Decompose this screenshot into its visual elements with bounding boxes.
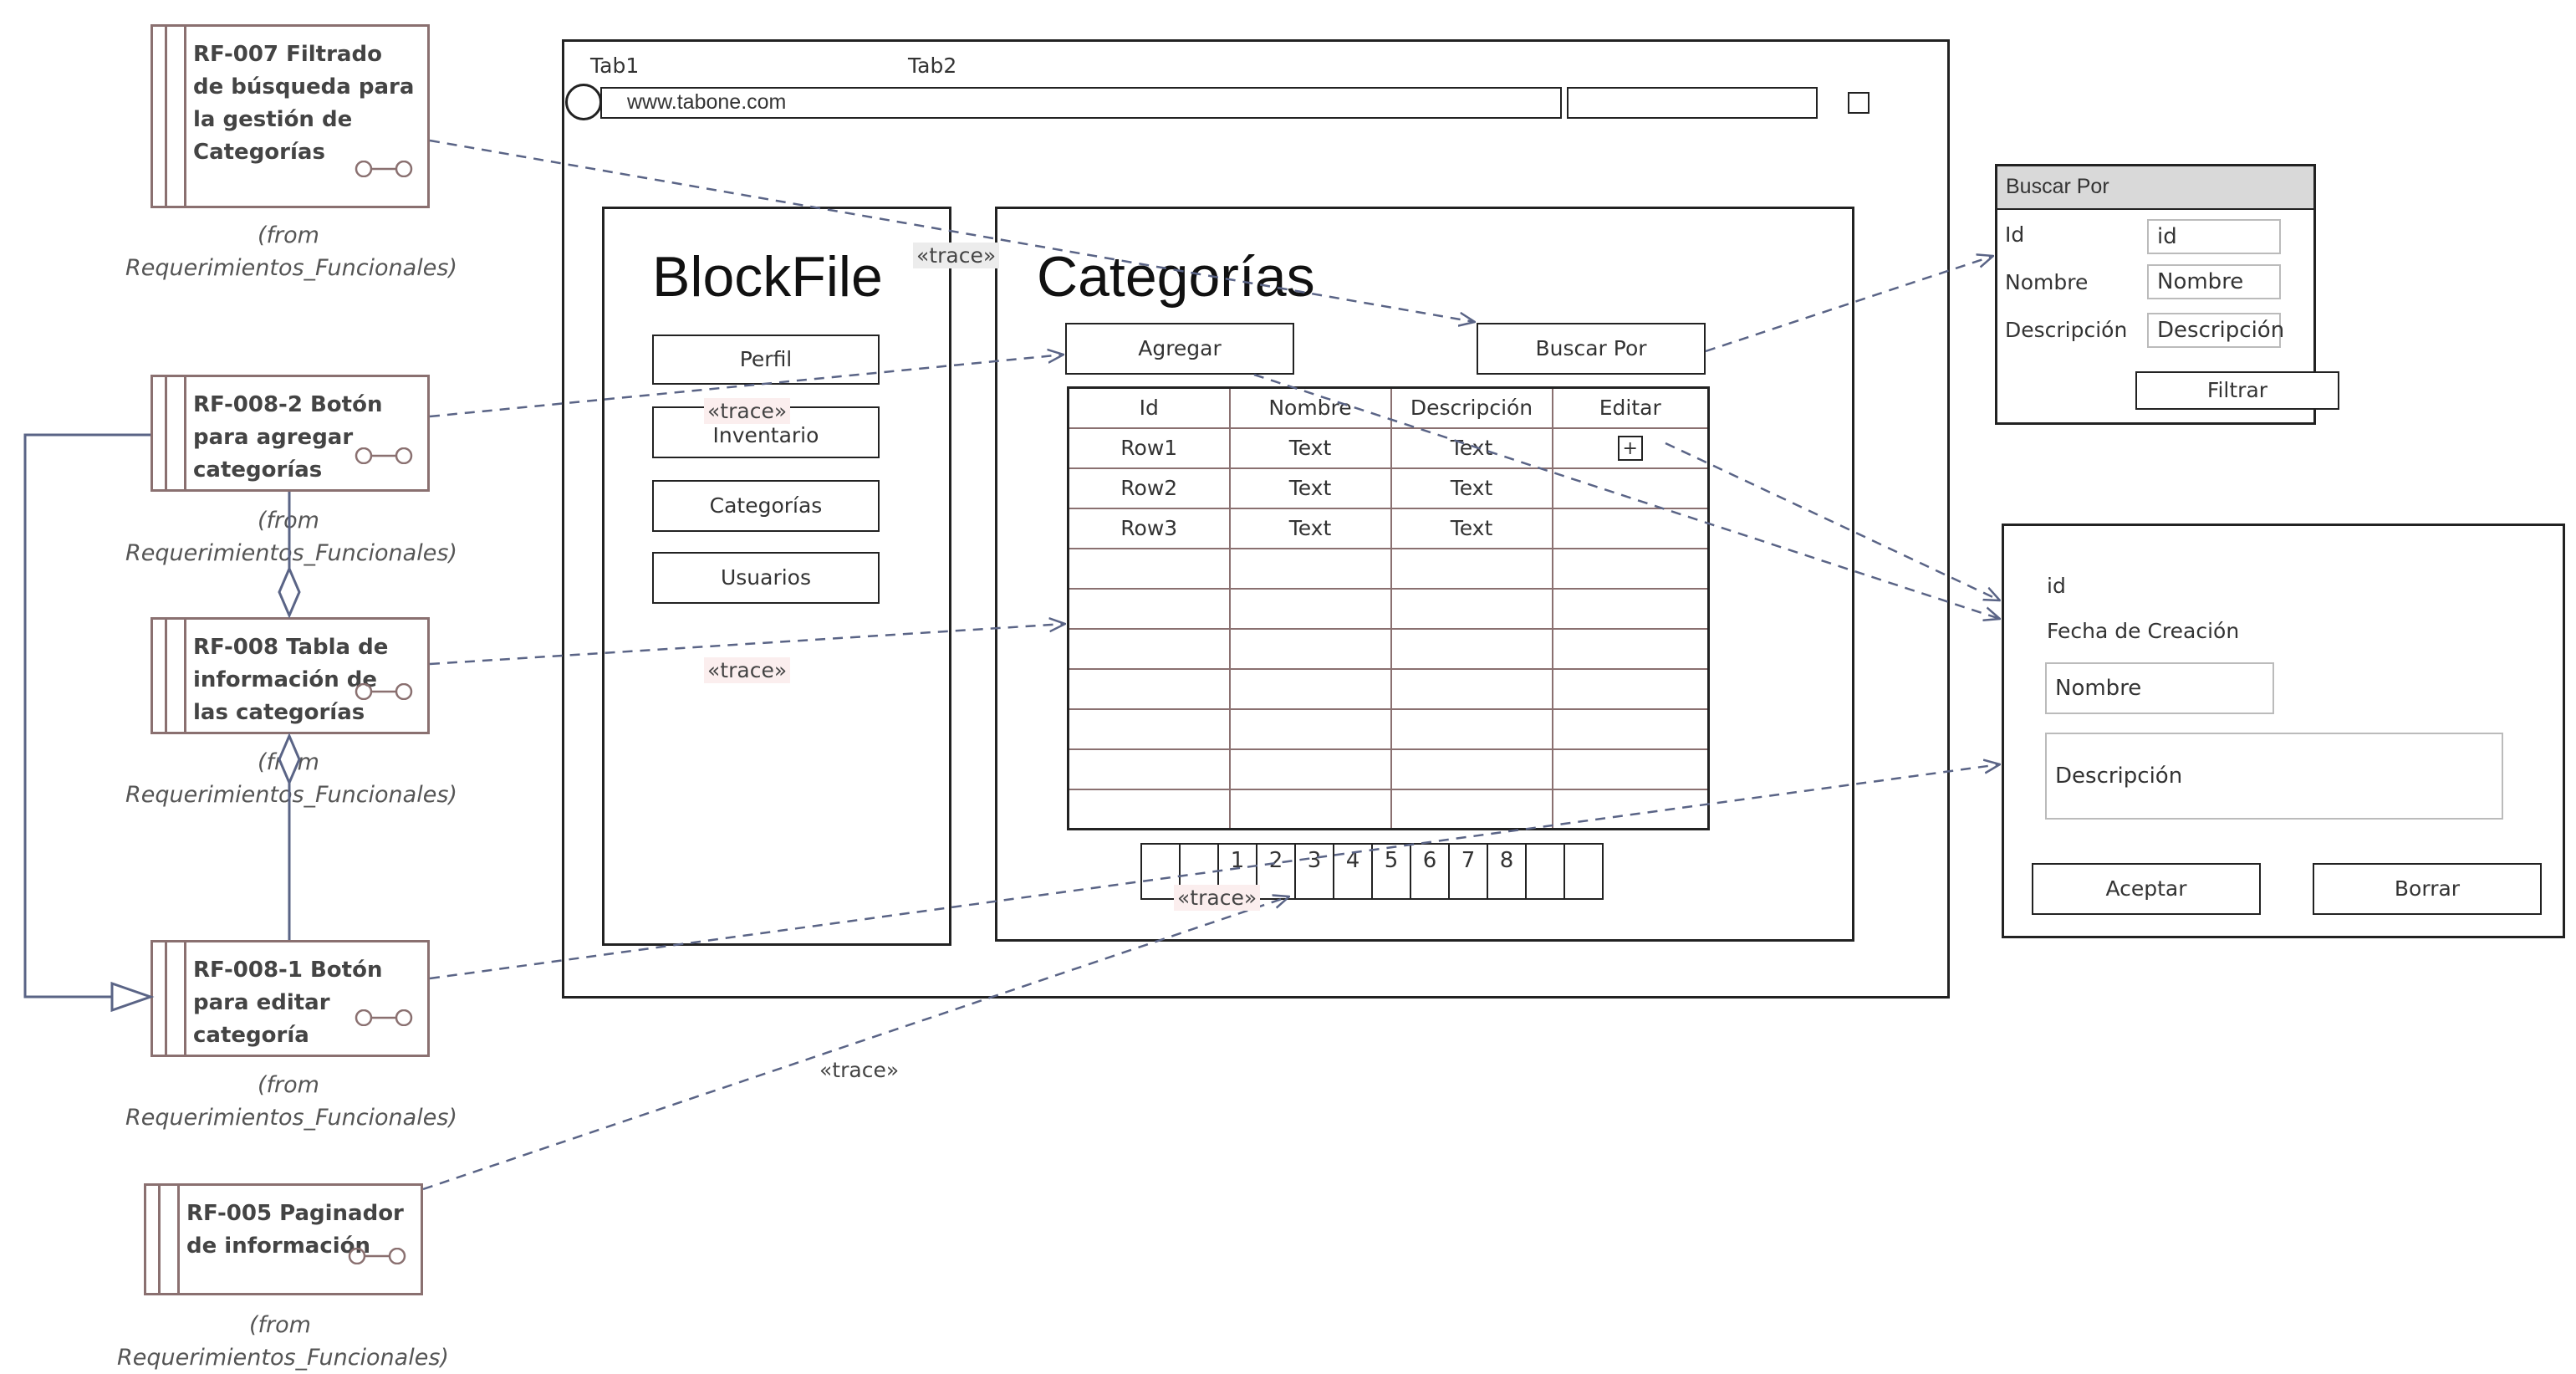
sidebar-item-usuarios[interactable]: Usuarios (652, 552, 880, 604)
delete-button[interactable]: Borrar (2313, 863, 2542, 915)
glasses-icon (355, 447, 413, 464)
search-label-nombre: Nombre (2005, 270, 2089, 294)
globe-icon (565, 84, 602, 120)
trace-label: «trace» (1174, 885, 1261, 911)
page-button[interactable]: 2 (1256, 843, 1296, 900)
address-bar[interactable]: www.tabone.com (600, 87, 1562, 119)
search-panel-title: Buscar Por (2006, 175, 2109, 198)
cell-nombre: Text (1228, 507, 1392, 549)
trace-label: «trace» (819, 1058, 900, 1082)
edit-id-label: id (2047, 574, 2066, 598)
search-descripcion-input[interactable]: Descripción (2147, 313, 2284, 348)
page-button[interactable] (1563, 843, 1604, 900)
table-empty-row (1067, 788, 1710, 830)
glasses-icon (355, 161, 413, 177)
table-empty-row (1067, 547, 1710, 590)
page-button[interactable]: 8 (1487, 843, 1527, 900)
search-panel (1995, 164, 2316, 425)
cell-nombre: Text (1228, 427, 1392, 469)
cell-descripcion: Text (1390, 427, 1553, 469)
cell-id: Row2 (1067, 467, 1231, 509)
column-header-editar[interactable]: Editar (1551, 386, 1710, 429)
search-by-button[interactable]: Buscar Por (1477, 323, 1706, 375)
table-row[interactable]: Row3 Text Text (1067, 507, 1710, 549)
cell-descripcion: Text (1390, 507, 1553, 549)
requirement-bar (165, 27, 186, 206)
edit-date-label: Fecha de Creación (2047, 619, 2240, 643)
table-row[interactable]: Row1 Text Text + (1067, 427, 1710, 469)
cell-editar (1551, 467, 1710, 509)
tab-1[interactable]: Tab1 (590, 54, 640, 78)
window-control-icon[interactable] (1848, 92, 1870, 114)
brand-title: BlockFile (652, 245, 883, 309)
sidebar-item-categorias[interactable]: Categorías (652, 480, 880, 532)
page-title: Categorías (1037, 245, 1315, 309)
requirement-bar (158, 1186, 180, 1293)
page-button[interactable]: 7 (1448, 843, 1488, 900)
cell-editar: + (1551, 427, 1710, 469)
table-empty-row (1067, 587, 1710, 630)
column-header-id[interactable]: Id (1067, 386, 1231, 429)
edit-description-input[interactable]: Descripción (2045, 733, 2503, 820)
table-empty-row (1067, 748, 1710, 790)
accept-button[interactable]: Aceptar (2032, 863, 2261, 915)
page-button[interactable]: 3 (1294, 843, 1334, 900)
cell-id: Row1 (1067, 427, 1231, 469)
browser-search-bar[interactable] (1567, 87, 1818, 119)
sidebar-item-perfil[interactable]: Perfil (652, 335, 880, 385)
page-button[interactable]: 5 (1371, 843, 1411, 900)
search-panel-header: Buscar Por (1997, 166, 2313, 210)
page-button[interactable]: 4 (1333, 843, 1373, 900)
search-label-descripcion: Descripción (2005, 318, 2128, 342)
edit-panel (2002, 524, 2565, 938)
trace-label: «trace» (913, 243, 1000, 268)
cell-id: Row3 (1067, 507, 1231, 549)
table-header-row: Id Nombre Descripción Editar (1067, 386, 1710, 429)
search-label-id: Id (2005, 222, 2025, 247)
page-button[interactable]: 6 (1410, 843, 1450, 900)
table-empty-row (1067, 627, 1710, 670)
requirement-bar (165, 942, 186, 1055)
filter-button[interactable]: Filtrar (2135, 371, 2339, 410)
edit-plus-icon[interactable]: + (1617, 436, 1643, 461)
requirement-bar (165, 377, 186, 489)
page-button[interactable] (1525, 843, 1565, 900)
edit-name-input[interactable]: Nombre (2045, 662, 2274, 714)
categories-table: Id Nombre Descripción Editar Row1 Text T… (1067, 386, 1710, 830)
column-header-descripcion[interactable]: Descripción (1390, 386, 1553, 429)
search-id-input[interactable]: id (2147, 219, 2281, 254)
trace-label: «trace» (704, 657, 791, 683)
glasses-icon (355, 683, 413, 700)
glasses-icon (348, 1248, 406, 1264)
trace-label: «trace» (704, 398, 791, 424)
table-empty-row (1067, 707, 1710, 750)
cell-descripcion: Text (1390, 467, 1553, 509)
cell-editar (1551, 507, 1710, 549)
cell-nombre: Text (1228, 467, 1392, 509)
table-row[interactable]: Row2 Text Text (1067, 467, 1710, 509)
tab-2[interactable]: Tab2 (908, 54, 957, 78)
requirement-bar (165, 620, 186, 732)
url-text: www.tabone.com (627, 90, 787, 114)
column-header-nombre[interactable]: Nombre (1228, 386, 1392, 429)
glasses-icon (355, 1009, 413, 1026)
add-button[interactable]: Agregar (1065, 323, 1294, 375)
table-empty-row (1067, 667, 1710, 710)
search-nombre-input[interactable]: Nombre (2147, 264, 2281, 299)
